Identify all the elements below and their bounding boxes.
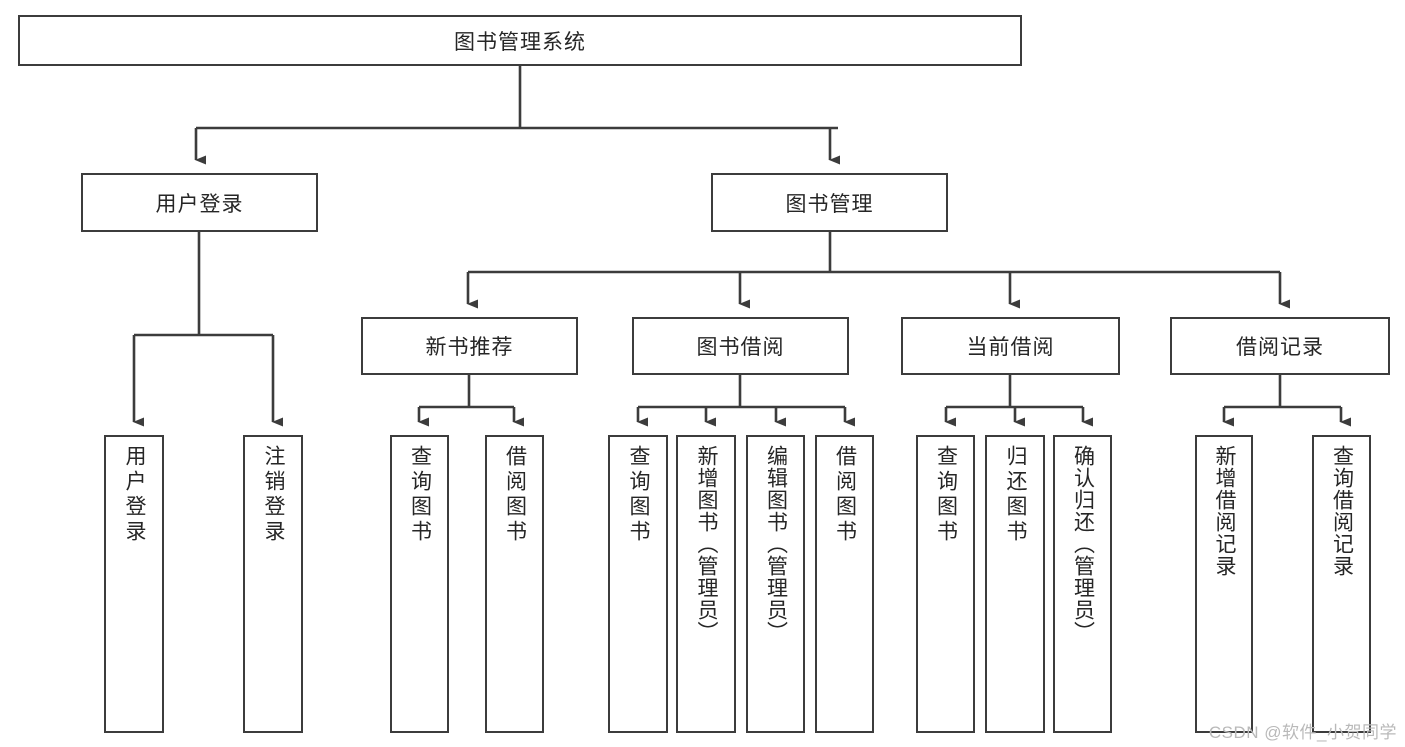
node-borrow-record[interactable]: 借阅记录 [1170,317,1390,375]
node-leaf-query-book-2-label: 查询图书 [627,445,651,545]
node-root[interactable]: 图书管理系统 [18,15,1022,66]
node-leaf-logout-label: 注销登录 [262,445,286,545]
node-current-borrow[interactable]: 当前借阅 [901,317,1120,375]
node-leaf-edit-book-label: 编辑图书（管理员） [764,445,788,643]
node-leaf-user-login-label: 用户登录 [123,445,147,545]
node-leaf-logout[interactable]: 注销登录 [243,435,303,733]
node-user-login[interactable]: 用户登录 [81,173,318,232]
node-leaf-query-record[interactable]: 查询借阅记录 [1312,435,1371,733]
node-leaf-confirm-return[interactable]: 确认归还（管理员） [1053,435,1112,733]
node-root-label: 图书管理系统 [454,30,586,54]
node-new-book-recommend[interactable]: 新书推荐 [361,317,578,375]
node-book-management[interactable]: 图书管理 [711,173,948,232]
node-leaf-add-record-label: 新增借阅记录 [1213,445,1237,577]
node-leaf-add-book[interactable]: 新增图书（管理员） [676,435,736,733]
node-leaf-query-book-1-label: 查询图书 [408,445,432,545]
node-leaf-confirm-return-label: 确认归还（管理员） [1071,445,1095,643]
node-new-book-recommend-label: 新书推荐 [425,336,514,359]
node-book-borrow-label: 图书借阅 [696,336,785,359]
node-user-login-label: 用户登录 [155,192,244,216]
node-borrow-record-label: 借阅记录 [1236,336,1324,359]
node-leaf-user-login[interactable]: 用户登录 [104,435,164,733]
node-current-borrow-label: 当前借阅 [966,336,1055,359]
node-leaf-borrow-book-2[interactable]: 借阅图书 [815,435,874,733]
node-leaf-edit-book[interactable]: 编辑图书（管理员） [746,435,805,733]
node-leaf-query-book-1[interactable]: 查询图书 [390,435,449,733]
node-leaf-return-book-label: 归还图书 [1004,445,1028,545]
node-book-borrow[interactable]: 图书借阅 [632,317,849,375]
node-leaf-query-book-3-label: 查询图书 [934,445,958,545]
node-leaf-query-book-3[interactable]: 查询图书 [916,435,975,733]
node-leaf-borrow-book-1-label: 借阅图书 [503,445,527,545]
node-leaf-query-book-2[interactable]: 查询图书 [608,435,668,733]
node-leaf-query-record-label: 查询借阅记录 [1330,445,1354,577]
node-leaf-add-record[interactable]: 新增借阅记录 [1195,435,1253,733]
node-leaf-return-book[interactable]: 归还图书 [985,435,1045,733]
csdn-watermark: CSDN @软件_小贺同学 [1208,723,1397,742]
node-leaf-add-book-label: 新增图书（管理员） [695,445,719,643]
node-leaf-borrow-book-1[interactable]: 借阅图书 [485,435,544,733]
node-leaf-borrow-book-2-label: 借阅图书 [833,445,857,545]
node-book-management-label: 图书管理 [785,192,874,216]
